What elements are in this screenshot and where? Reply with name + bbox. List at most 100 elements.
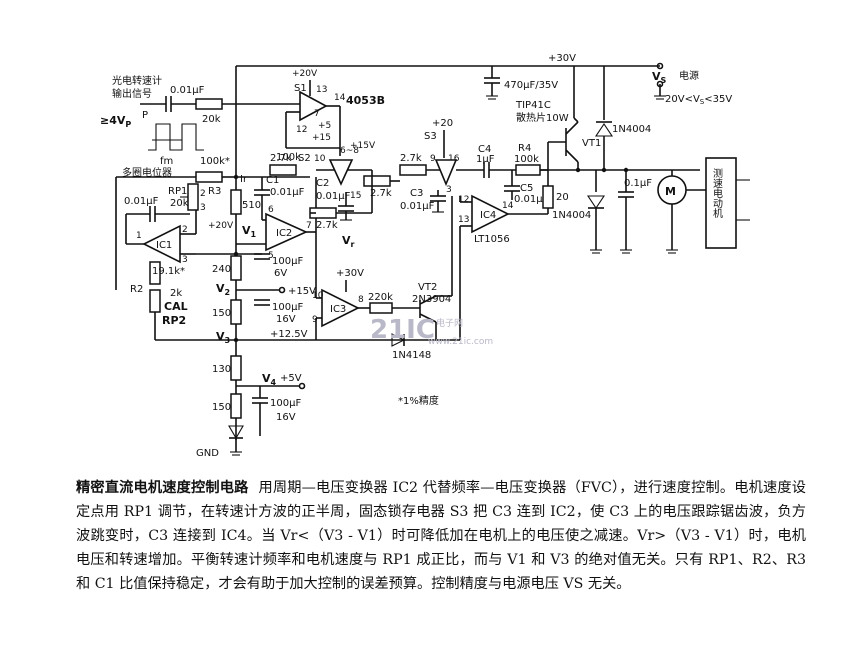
label-ic2-pin6: 6	[268, 205, 274, 215]
label-ic3-pin10: 10	[312, 291, 324, 301]
label-vp: ≥4VP	[100, 114, 131, 129]
label-r27c: 2.7k	[370, 188, 392, 199]
motor-symbol: M	[665, 185, 676, 198]
label-ic4: IC4	[480, 210, 496, 221]
label-plus30b: +30V	[336, 268, 364, 279]
label-pin13: 13	[316, 85, 327, 95]
label-r150a: 150	[212, 308, 231, 319]
label-s2: S2	[298, 153, 311, 164]
label-r4-val: 100k	[514, 154, 539, 165]
label-r220k: 220k	[368, 292, 393, 303]
label-tacho-input2: 输出信号	[112, 87, 152, 100]
label-4053b: 4053B	[346, 94, 385, 107]
label-c5: C5	[520, 183, 533, 194]
caption-title: 精密直流电机速度控制电路	[76, 480, 249, 496]
label-c1-val: 0.01μF	[270, 187, 305, 198]
label-cap-in: 0.01μF	[170, 85, 205, 96]
label-lt1056: LT1056	[474, 234, 510, 245]
label-ic4-pin13: 13	[458, 215, 469, 225]
label-c100a-v: 6V	[274, 268, 287, 279]
label-ic2-pin7: 7	[306, 221, 312, 231]
label-r130: 130	[212, 364, 231, 375]
label-ic1: IC1	[156, 240, 172, 251]
label-pin3-rp: 3	[200, 203, 206, 213]
label-pin9: 9	[430, 154, 436, 164]
label-rp2: RP2	[162, 314, 186, 327]
label-tacho-input: 光电转速计	[112, 74, 162, 87]
label-1n4004-top: 1N4004	[612, 124, 651, 135]
label-power: 电源	[679, 69, 699, 82]
label-s1: S1	[294, 83, 307, 94]
label-c01: 0.1μF	[624, 178, 652, 189]
label-r2k: 2k	[170, 288, 182, 299]
label-r510: 510	[242, 200, 261, 211]
label-rp1-val: 20k	[170, 198, 189, 209]
label-c5-val: 0.01μF	[514, 194, 549, 205]
label-vt2: VT2	[418, 282, 437, 293]
label-r20: 20	[556, 192, 569, 203]
label-heatsink: 散热片10W	[516, 111, 569, 124]
label-plus5v: +5V	[280, 373, 302, 384]
label-v2: V2	[216, 282, 230, 297]
label-pin10: 10	[314, 154, 326, 164]
label-r27d: 2.7k	[400, 153, 422, 164]
label-pin3: 3	[446, 185, 452, 195]
label-c3-val: 0.01μF	[400, 201, 435, 212]
label-ic3: IC3	[330, 304, 346, 315]
label-plus15c: +15V	[288, 286, 316, 297]
label-plus20b: +20	[432, 118, 453, 129]
label-ic1-pin2: 2	[182, 225, 188, 235]
label-1n4148: 1N4148	[392, 350, 431, 361]
caption-text: 用周期—电压变换器 IC2 代替频率—电压变换器（FVC），进行速度控制。电机速…	[76, 480, 806, 592]
label-c100c-v: 16V	[276, 412, 296, 423]
label-motor: 测速电动机	[711, 167, 723, 219]
label-fm: fm	[160, 156, 173, 167]
label-ic1-pin1: 1	[136, 231, 142, 241]
label-cal: CAL	[164, 300, 188, 313]
label-ic4-pin14: 14	[502, 201, 514, 211]
label-r2: R2	[130, 284, 143, 295]
label-plus15: +15	[312, 133, 331, 143]
label-1n4004-mid: 1N4004	[552, 210, 591, 221]
label-ir: Ir	[240, 174, 248, 185]
label-tip41c: TIP41C	[515, 100, 551, 111]
label-r27b: 2.7k	[316, 220, 338, 231]
label-c100a: 100μF	[272, 256, 303, 267]
label-ic2: IC2	[276, 228, 292, 239]
label-ic1-pin3: 3	[182, 255, 188, 265]
label-c1: C1	[266, 175, 279, 186]
label-ic2-pin5: 5	[268, 251, 274, 261]
label-r100k-star: 100k*	[200, 156, 230, 167]
label-precision: *1%精度	[398, 394, 439, 407]
label-c01b: 0.01μF	[124, 196, 159, 207]
label-vt2-type: 2N3904	[412, 294, 451, 305]
label-pin16: 16	[448, 154, 460, 164]
label-vs: VS	[652, 70, 667, 85]
label-pin14: 14	[334, 93, 346, 103]
label-gnd: GND	[196, 448, 219, 459]
label-pin15: 15	[350, 191, 361, 201]
label-plus30v: +30V	[548, 53, 576, 64]
watermark-text: 电子网	[436, 317, 463, 329]
label-c4-val: 1μF	[476, 154, 495, 165]
label-c100b: 100μF	[272, 302, 303, 313]
label-pin7: 7	[314, 109, 320, 119]
label-pot: 多圈电位器	[122, 166, 172, 179]
label-pin2-rp: 2	[200, 189, 206, 199]
label-ic3-pin8: 8	[358, 295, 364, 305]
label-c2: C2	[316, 178, 329, 189]
label-vr: Vr	[342, 234, 355, 249]
label-plus15b: +15V	[350, 141, 376, 151]
label-v3: V3	[216, 330, 230, 345]
label-c3: C3	[410, 188, 423, 199]
label-vs-range: 20V<VS<35V	[665, 94, 732, 106]
label-plus125: +12.5V	[270, 329, 308, 340]
label-c100b-v: 16V	[276, 314, 296, 325]
label-c4: C4	[478, 144, 491, 155]
watermark-url: www.21ic.com	[428, 337, 493, 347]
watermark-logo: 21IC	[370, 315, 435, 345]
label-r27a: 2.7k	[270, 153, 292, 164]
label-pin68: 6~8	[340, 146, 359, 156]
label-c470: 470μF/35V	[504, 80, 558, 91]
label-r150b: 150	[212, 402, 231, 413]
